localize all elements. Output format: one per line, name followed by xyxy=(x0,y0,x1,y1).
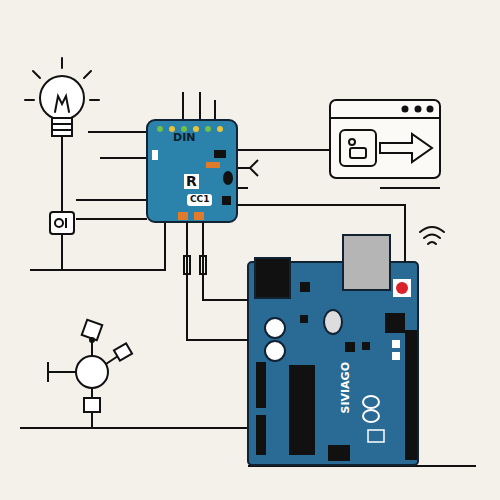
wire-connector xyxy=(237,205,405,262)
wires-part xyxy=(61,136,63,212)
light-bulb-part xyxy=(40,76,84,120)
wires-part xyxy=(91,412,93,428)
wires-part xyxy=(237,160,258,176)
arduino-board: SIVIAGO xyxy=(248,262,418,465)
wires-part xyxy=(380,187,440,189)
arduino-board-part xyxy=(300,315,308,323)
wires-part xyxy=(88,131,147,133)
fan-servo-symbol xyxy=(48,320,132,412)
relay-module-part xyxy=(206,162,220,168)
browser-window-part xyxy=(428,107,433,112)
relay-module-part xyxy=(194,212,204,220)
relay-module-part xyxy=(157,126,163,132)
plug-socket-part xyxy=(65,218,67,228)
fan-servo-symbol-part xyxy=(114,343,132,360)
arduino-board-part xyxy=(328,445,350,461)
wires-part xyxy=(183,92,215,120)
fan-servo-symbol-part xyxy=(48,340,118,398)
wifi-symbol-part xyxy=(424,235,440,239)
wires-part xyxy=(76,218,147,220)
arduino-board-part xyxy=(405,330,417,460)
browser-window-part xyxy=(350,148,366,158)
relay-module-part xyxy=(217,126,223,132)
arduino-board-part xyxy=(362,342,370,350)
arduino-board-part xyxy=(255,258,290,298)
relay-module xyxy=(147,120,237,222)
plug-socket-part xyxy=(50,212,74,234)
wires-part xyxy=(20,427,248,429)
relay-module-part xyxy=(147,120,237,222)
arduino-board-part xyxy=(396,282,408,294)
fan-servo-symbol-part xyxy=(90,338,94,342)
relay-module-part xyxy=(205,126,211,132)
arduino-board-part xyxy=(256,415,266,455)
arduino-board-part xyxy=(289,365,315,455)
relay-module: DIN R CC1 xyxy=(147,120,237,222)
node-label: CC1 xyxy=(187,194,212,206)
arduino-board-part xyxy=(392,352,400,360)
fan-servo-symbol-part xyxy=(76,356,108,388)
arduino-board-part xyxy=(363,396,379,408)
arduino-board-part xyxy=(368,430,384,442)
wires-part xyxy=(237,149,330,151)
light-bulb xyxy=(25,58,99,136)
plug-socket xyxy=(50,212,74,234)
arduino-board xyxy=(248,235,418,465)
browser-window-part xyxy=(330,117,440,119)
arduino-board-part xyxy=(324,310,342,334)
light-bulb-part xyxy=(25,58,99,100)
browser-window-part xyxy=(403,107,408,112)
wires-part xyxy=(237,187,248,189)
wires xyxy=(20,92,476,466)
plug-socket-part xyxy=(55,219,63,227)
arduino-board-part xyxy=(300,282,310,292)
arduino-board-part xyxy=(385,313,405,333)
node-label: SIVIAGO xyxy=(340,362,352,414)
wires-part xyxy=(61,234,63,270)
arduino-board-part xyxy=(256,362,266,408)
wire-connector xyxy=(187,222,248,340)
light-bulb-part xyxy=(55,96,69,112)
node-label: DIN xyxy=(173,132,195,144)
light-bulb-part xyxy=(52,124,72,130)
browser-window xyxy=(330,100,440,178)
arduino-board-part xyxy=(363,410,379,422)
relay-module-part xyxy=(214,150,226,158)
browser-window-part xyxy=(330,100,440,178)
fan-servo-symbol-part xyxy=(84,398,100,412)
arduino-board-part xyxy=(265,341,285,361)
wire-connector xyxy=(203,222,248,300)
relay-module-part xyxy=(222,196,231,205)
arduino-board-part xyxy=(265,318,285,338)
arduino-board-part xyxy=(393,279,411,297)
wifi-symbol-part xyxy=(420,227,444,232)
arduino-board-part xyxy=(392,340,400,348)
relay-module-part xyxy=(152,150,158,160)
browser-window-part xyxy=(340,130,376,166)
relay-module-part xyxy=(223,171,233,185)
arduino-board-part xyxy=(345,342,355,352)
browser-window-part xyxy=(380,134,432,162)
light-bulb-part xyxy=(52,118,72,136)
browser-window-part xyxy=(416,107,421,112)
wires-part xyxy=(76,199,147,201)
browser-window-part xyxy=(349,139,355,145)
relay-module-part xyxy=(178,212,188,220)
node-label: R xyxy=(184,174,199,189)
wifi-symbol xyxy=(420,227,444,244)
wires-part xyxy=(100,157,147,159)
arduino-board-part xyxy=(343,235,390,290)
wifi-symbol-part xyxy=(428,242,436,244)
